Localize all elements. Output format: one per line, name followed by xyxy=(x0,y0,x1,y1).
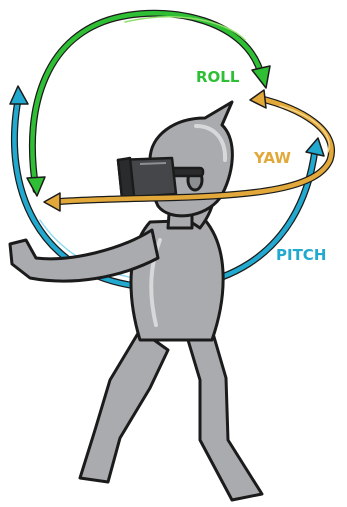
roll-label: ROLL xyxy=(196,68,240,86)
yaw-label: YAW xyxy=(253,149,291,167)
pitch-arrowhead-left xyxy=(10,86,28,104)
left-leg xyxy=(80,330,168,482)
yaw-arrowhead-left xyxy=(44,193,60,211)
pitch-label: PITCH xyxy=(276,246,326,264)
yaw-arrowhead-top xyxy=(250,90,266,108)
vr-headset-shine xyxy=(140,163,166,164)
roll-arc-highlight xyxy=(125,17,245,40)
roll-arrowhead-right xyxy=(252,66,270,88)
pitch-arrowhead-right xyxy=(306,138,324,156)
roll-arrowhead-left xyxy=(27,177,45,196)
right-leg xyxy=(185,330,262,500)
vr-headset-front xyxy=(118,158,134,198)
